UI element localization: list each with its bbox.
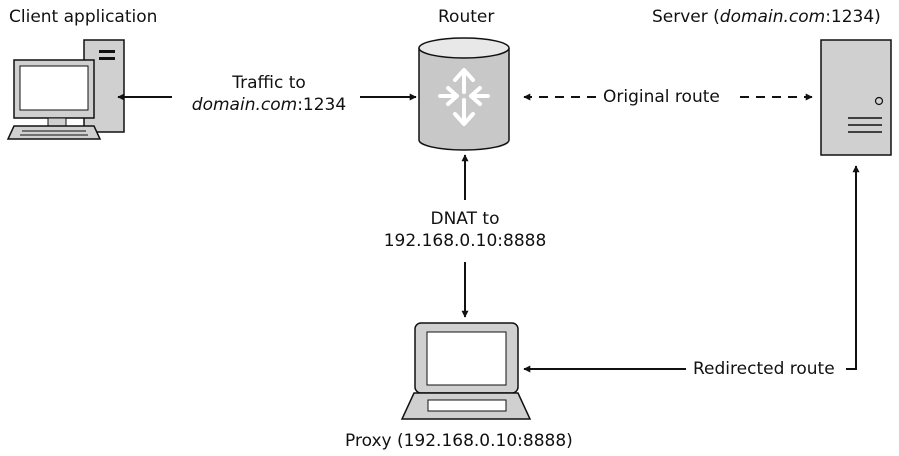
traffic-label-port: :1234 bbox=[297, 95, 347, 115]
server-icon bbox=[820, 39, 892, 156]
server-label: Server (domain.com:1234) bbox=[652, 6, 881, 28]
original-route-label: Original route bbox=[603, 87, 720, 107]
router-label: Router bbox=[438, 7, 495, 27]
proxy-laptop-icon bbox=[400, 322, 532, 420]
server-label-prefix: Server ( bbox=[652, 7, 720, 27]
traffic-label-line2: domain.com:1234 bbox=[178, 94, 360, 116]
redirected-route-arrow-up bbox=[846, 165, 860, 370]
proxy-label: Proxy (192.168.0.10:8888) bbox=[345, 431, 573, 451]
traffic-label: Traffic to domain.com:1234 bbox=[178, 72, 360, 116]
dnat-label-line1: DNAT to bbox=[430, 209, 500, 229]
server-label-domain: domain.com bbox=[719, 7, 826, 27]
redirected-route-label: Redirected route bbox=[693, 359, 835, 379]
client-computer-icon bbox=[6, 39, 125, 140]
router-icon bbox=[418, 37, 510, 151]
server-label-suffix: :1234) bbox=[825, 7, 881, 27]
dnat-label-line2: 192.168.0.10:8888 bbox=[383, 231, 547, 251]
traffic-label-domain: domain.com bbox=[191, 95, 298, 115]
dnat-label: DNAT to 192.168.0.10:8888 bbox=[360, 208, 570, 252]
client-label: Client application bbox=[9, 7, 158, 27]
traffic-label-line1: Traffic to bbox=[232, 73, 306, 93]
